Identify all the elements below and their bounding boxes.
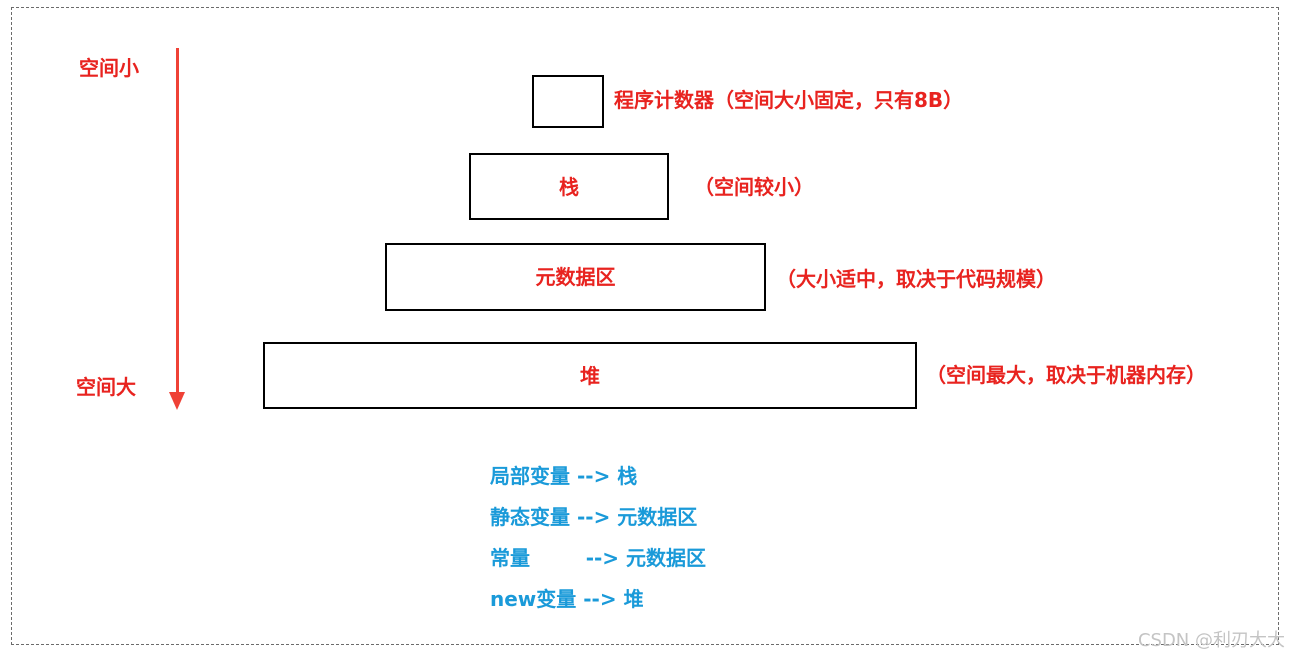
heap-box-label: 堆	[580, 363, 600, 388]
space-arrow-line	[176, 48, 179, 394]
program-counter-desc: 程序计数器（空间大小固定，只有8B）	[614, 88, 964, 112]
axis-top-label: 空间小	[79, 56, 139, 80]
stack-desc: （空间较小）	[694, 175, 814, 199]
down-arrow-icon	[169, 392, 185, 410]
mapping-local-variables: 局部变量 --> 栈	[490, 464, 638, 488]
heap-box: 堆	[263, 342, 917, 409]
stack-box-label: 栈	[559, 174, 579, 199]
csdn-watermark: CSDN @利刃大大	[1137, 630, 1285, 651]
mapping-new-variables: new变量 --> 堆	[490, 587, 644, 611]
axis-bottom-label: 空间大	[76, 375, 136, 399]
mapping-static-variables: 静态变量 --> 元数据区	[490, 505, 698, 529]
diagram-frame	[11, 7, 1279, 645]
metaspace-box-label: 元数据区	[535, 265, 616, 289]
mapping-constants: 常量 --> 元数据区	[490, 546, 707, 570]
program-counter-box	[532, 75, 604, 128]
metaspace-box: 元数据区	[385, 243, 766, 311]
heap-desc: （空间最大，取决于机器内存）	[926, 363, 1206, 387]
metaspace-desc: （大小适中，取决于代码规模）	[776, 267, 1056, 291]
stack-box: 栈	[469, 153, 669, 220]
